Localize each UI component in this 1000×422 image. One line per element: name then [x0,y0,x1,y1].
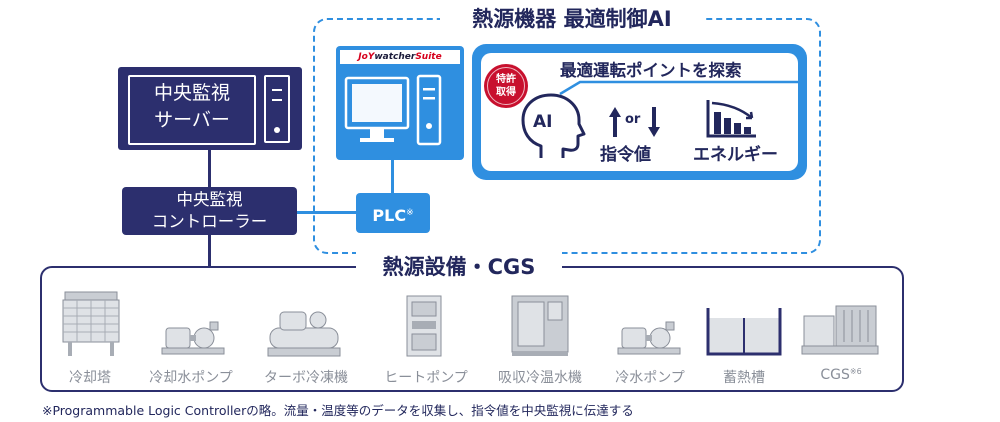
ai-head-icon [521,93,586,158]
plc-box: PLC※ [356,193,430,233]
cooling-water-pump-icon [161,321,225,355]
footnote: ※Programmable Logic Controllerの略。流量・温度等の… [42,403,634,418]
arrow-down-icon [648,107,660,137]
patent-badge: 特許 取得 [484,64,528,108]
equipment-label-cgs: CGS※6 [820,367,862,383]
cgs-icon [801,305,879,355]
equipment-label-absorption-chiller: 吸収冷温水機 [498,370,582,386]
absorption-chiller-icon [511,295,569,356]
setpoint-label: 指令値 [600,145,651,165]
joywatcher-logo: JoYwatcherSuite [340,50,460,64]
central-controller: 中央監視 コントローラー [122,187,297,235]
plc-label: PLC [372,206,407,225]
ai-label: AI [533,112,553,132]
cooling-tower-icon [62,291,120,356]
equipment-label-cooling-tower: 冷却塔 [69,370,111,386]
ai-headline: 最適運転ポイントを探索 [560,61,742,80]
badge-line1: 特許 [496,74,516,85]
storage-tank-icon [706,308,782,356]
equipment-label-turbo-chiller: ターボ冷凍機 [264,370,348,386]
turbo-chiller-icon [267,311,341,357]
energy-label: エネルギー [693,145,778,165]
server-tower-icon [264,75,290,143]
equipment-label-cold-water-pump: 冷水ポンプ [615,370,685,386]
or-label: or [625,112,641,127]
server-to-controller-line [208,150,211,187]
controller-label-line1: 中央監視 [176,190,243,209]
equipment-label-storage-tank: 蓄熱槽 [723,370,765,386]
arrow-up-icon [609,107,621,137]
energy-down-chart-icon [706,100,756,138]
heat-pump-icon [406,295,442,357]
plc-to-joywatcher-line [391,160,394,193]
plc-note-mark: ※ [406,208,414,218]
controller-to-plc-line [297,211,356,214]
controller-to-equipment-line [208,235,211,268]
server-label-line1: 中央監視 [153,82,230,104]
equipment-label-heat-pump: ヒートポンプ [384,370,468,386]
central-server: 中央監視 サーバー [118,67,302,150]
cold-water-pump-icon [617,321,681,355]
joywatcher-computer-icon [344,74,442,146]
speech-bubble-tail [559,80,798,96]
server-label-line2: サーバー [154,109,230,131]
equipment-label-cooling-water-pump: 冷却水ポンプ [149,370,233,386]
ai-zone-title: 熱源機器 最適制御AI [440,6,704,32]
controller-label-line2: コントローラー [151,212,268,231]
server-screen [128,75,256,145]
equipment-title: 熱源設備・CGS [356,252,562,282]
